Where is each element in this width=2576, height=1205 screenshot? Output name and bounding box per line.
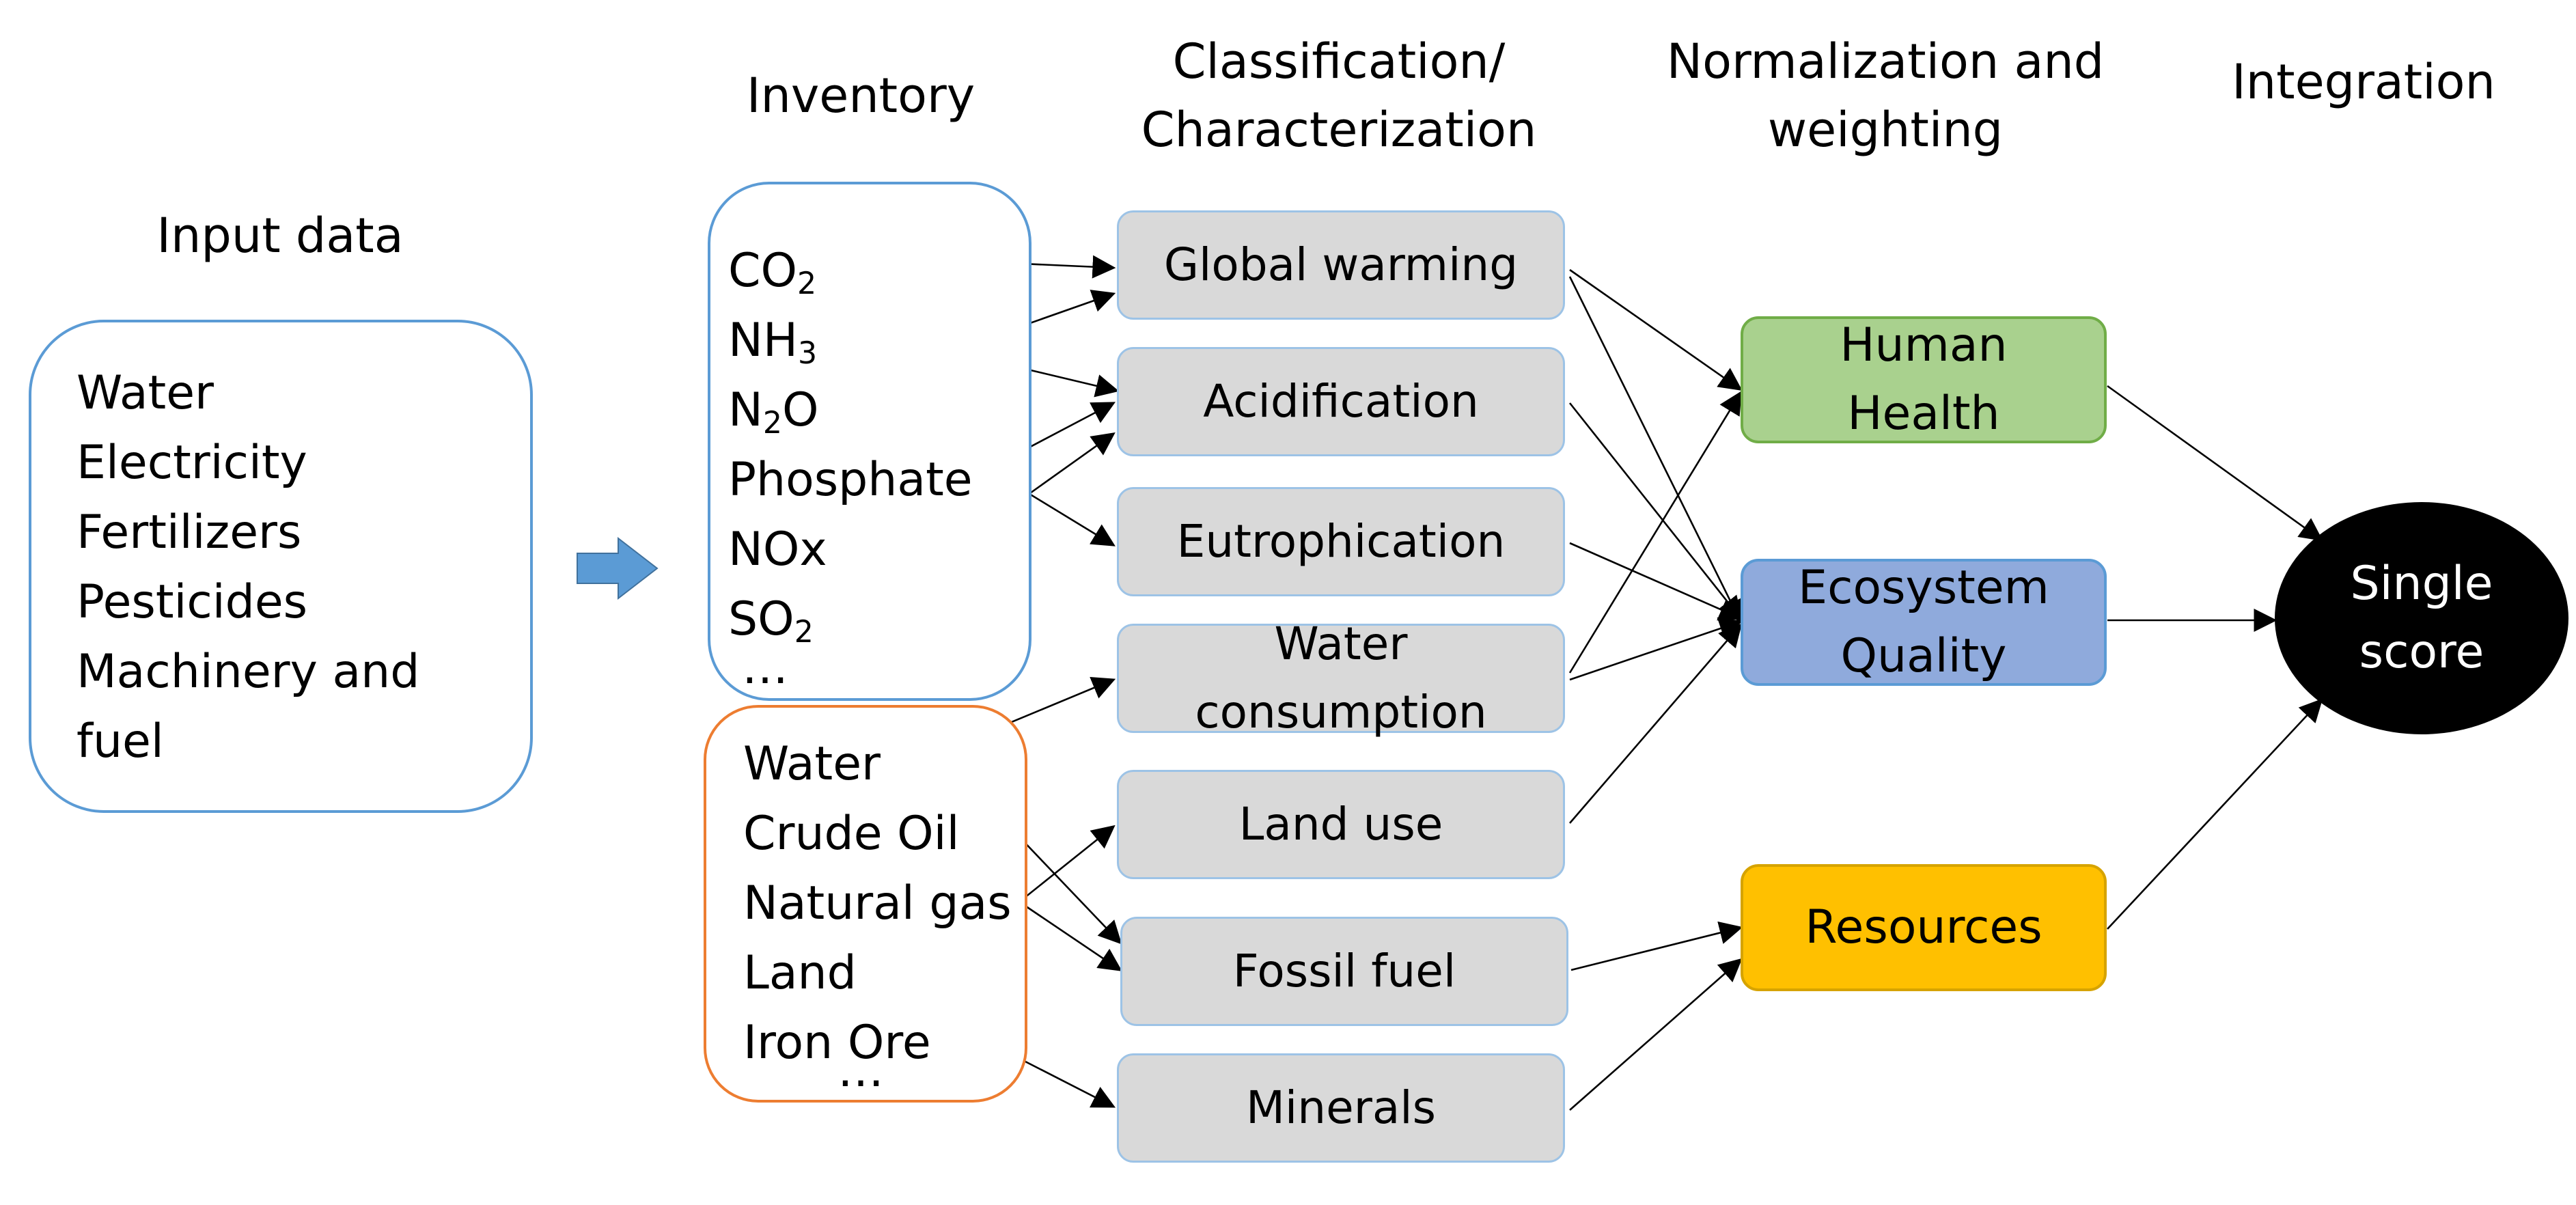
resource-item: Iron Ore <box>743 1016 931 1070</box>
header-classification-line1: Classification/ <box>1172 33 1506 89</box>
resource-item: Water <box>743 737 881 791</box>
block-arrow-icon <box>577 536 659 600</box>
damage-ecosystem-quality: Ecosystem Quality <box>1741 559 2107 686</box>
header-normalization: Normalization and weighting <box>1639 27 2131 164</box>
emission-item-so2: SO2 <box>728 592 814 650</box>
category-acidification: Acidification <box>1117 347 1565 456</box>
link-human-health-score <box>2107 385 2323 541</box>
resources-more: … <box>837 1044 884 1098</box>
link-water-consumption-ecosystem <box>1569 617 1743 681</box>
resources-list: Water Crude Oil Natural gas Land Iron Or… <box>743 730 1012 1078</box>
header-classification-line2: Characterization <box>1141 102 1537 158</box>
input-data-list: Water Electricity Fertilizers Pesticides… <box>77 359 419 777</box>
category-fossil-fuel: Fossil fuel <box>1120 917 1568 1026</box>
header-input-data: Input data <box>156 208 404 264</box>
damage-resources: Resources <box>1741 864 2107 991</box>
link-natural-gas-fossil-fuel <box>1010 895 1122 971</box>
category-land-use: Land use <box>1117 770 1565 879</box>
category-eutrophication: Eutrophication <box>1117 487 1565 596</box>
link-global-warming-human-health <box>1569 268 1743 391</box>
emission-item-n2o: N2O <box>728 383 819 441</box>
input-item: Water <box>77 366 214 420</box>
resources-box <box>704 705 1027 1103</box>
resource-item: Land <box>743 946 857 1000</box>
emissions-box <box>708 182 1031 701</box>
link-minerals-resources <box>1569 958 1743 1111</box>
category-water-consumption: Water consumption <box>1117 618 1565 738</box>
category-global-warming: Global warming <box>1117 210 1565 320</box>
link-resources-score <box>2107 698 2323 930</box>
input-data-box <box>29 320 533 813</box>
resource-item: Crude Oil <box>743 807 960 861</box>
input-item: Pesticides <box>77 575 308 629</box>
single-score: Single score <box>2275 502 2568 734</box>
input-item: fuel <box>77 715 164 768</box>
emissions-more: … <box>742 641 788 695</box>
header-classification: Classification/ Characterization <box>1107 27 1571 164</box>
emissions-list: CO2 NH3 N2O Phosphate NOx SO2 <box>728 236 973 654</box>
category-minerals: Minerals <box>1117 1053 1565 1163</box>
link-eutrophication-ecosystem <box>1569 542 1743 621</box>
header-normalization-line1: Normalization and <box>1666 33 2105 89</box>
resource-item: Natural gas <box>743 876 1012 930</box>
damage-human-health: Human Health <box>1741 316 2107 443</box>
header-integration: Integration <box>2232 54 2495 110</box>
input-item: Electricity <box>77 436 307 490</box>
link-fossil-fuel-resources <box>1570 921 1743 971</box>
link-land-use-ecosystem <box>1569 623 1743 824</box>
input-item: Fertilizers <box>77 505 302 559</box>
emission-item-phosphate: Phosphate <box>728 453 973 507</box>
emission-item-nox: NOx <box>728 523 827 577</box>
input-item: Machinery and <box>77 645 420 699</box>
header-inventory: Inventory <box>746 68 975 124</box>
header-normalization-line2: weighting <box>1767 102 2004 158</box>
emission-item-nh3: NH3 <box>728 314 818 372</box>
link-acidification-ecosystem <box>1568 402 1743 620</box>
link-water-consumption-human-health <box>1568 391 1742 674</box>
link-global-warming-ecosystem <box>1568 276 1742 624</box>
emission-item-co2: CO2 <box>728 244 817 302</box>
